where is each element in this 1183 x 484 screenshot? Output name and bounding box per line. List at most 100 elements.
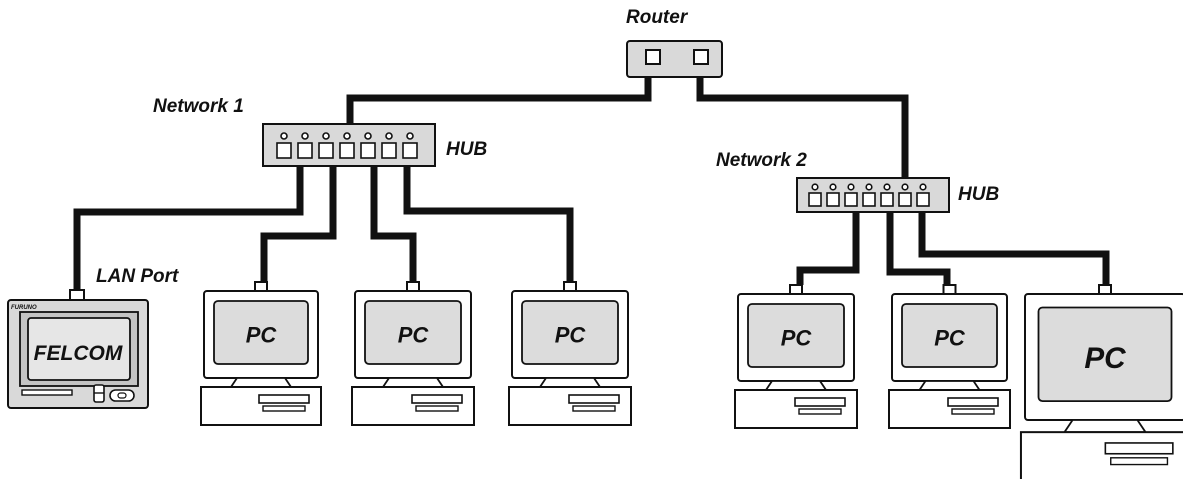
pc-3: PC	[508, 281, 632, 426]
pc-label: PC	[246, 323, 278, 348]
pc-stand	[229, 377, 293, 388]
hub-network-2	[796, 177, 950, 213]
hub1-port	[276, 142, 292, 159]
cable-hub2-pc6	[918, 212, 1110, 286]
hub2-label: HUB	[958, 184, 999, 205]
pc-stand	[917, 380, 982, 391]
hub1-led	[280, 132, 288, 140]
pc-stand	[538, 377, 602, 388]
cable-hub2-pc5	[886, 212, 951, 286]
hub2-led	[811, 183, 819, 191]
cable-router-hub1	[346, 78, 652, 124]
cable-hub1-pc3	[403, 166, 574, 283]
pc-stand	[764, 380, 828, 391]
felcom-terminal	[7, 289, 149, 409]
pc-label: PC	[1084, 342, 1126, 375]
pc-4: PC	[734, 284, 858, 429]
hub1-led	[406, 132, 414, 140]
pc-label: PC	[555, 323, 587, 348]
hub1-led	[343, 132, 351, 140]
pc-lan-port	[406, 281, 420, 292]
network1-label: Network 1	[153, 96, 244, 117]
pc-stand	[1062, 419, 1148, 434]
pc-lan-port	[1098, 284, 1112, 295]
hub2-led	[901, 183, 909, 191]
hub1-led	[364, 132, 372, 140]
felcom-screen	[27, 317, 131, 381]
pc-label: PC	[781, 326, 813, 351]
hub2-port	[916, 192, 930, 207]
pc-drive-slot	[1110, 457, 1169, 466]
router-port-right	[693, 49, 709, 65]
hub1-port	[360, 142, 376, 159]
cable-hub1-felcom	[73, 166, 304, 290]
router-label: Router	[626, 7, 689, 28]
hub2-ports	[808, 183, 930, 207]
hub1-led	[385, 132, 393, 140]
hub1-led	[301, 132, 309, 140]
pc-drive-slot	[572, 405, 616, 412]
network2-label: Network 2	[716, 150, 807, 171]
hub1-ports	[276, 132, 418, 159]
pc-6: PC	[1019, 284, 1183, 484]
pc-drive-slot	[411, 394, 463, 404]
hub1-led	[322, 132, 330, 140]
pc-base-unit	[1019, 431, 1183, 484]
pc-drive-slot	[568, 394, 620, 404]
pc-lan-port	[563, 281, 577, 292]
pc-drive-slot	[951, 408, 995, 415]
hub2-led	[829, 183, 837, 191]
hub1-port	[318, 142, 334, 159]
hub2-port	[898, 192, 912, 207]
hub-network-1	[262, 123, 436, 167]
pc-label: PC	[934, 326, 966, 351]
pc-label: PC	[398, 323, 430, 348]
pc-drive-slot	[794, 397, 846, 407]
cable-router-hub2	[696, 78, 909, 178]
felcom-lan-port	[69, 289, 85, 301]
pc-screen	[521, 300, 619, 365]
pc-stand	[381, 377, 445, 388]
router-port-left	[645, 49, 661, 65]
pc-drive-slot	[947, 397, 999, 407]
cable-hub1-pc1	[260, 166, 337, 283]
hub1-port	[402, 142, 418, 159]
pc-drive-slot	[798, 408, 842, 415]
hub2-led	[919, 183, 927, 191]
hub2-port	[880, 192, 894, 207]
felcom-card-slot	[21, 389, 73, 396]
felcom-power-button-inner	[117, 392, 127, 399]
cables	[73, 78, 1110, 290]
pc-drive-slot	[262, 405, 306, 412]
pcs-layer: PC PC PC PC PC PC	[200, 281, 1183, 484]
pc-screen	[213, 300, 309, 365]
pc-drive-slot	[1104, 442, 1174, 455]
pc-screen	[901, 303, 998, 368]
pc-1: PC	[200, 281, 322, 426]
pc-lan-port	[942, 284, 957, 295]
hub1-port	[297, 142, 313, 159]
felcom-brand: FURUNO	[11, 305, 37, 311]
hub1-port	[339, 142, 355, 159]
felcom-label: FELCOM	[34, 342, 123, 365]
pc-2: PC	[351, 281, 475, 426]
hub2-port	[826, 192, 840, 207]
hub2-led	[847, 183, 855, 191]
hub2-port	[808, 192, 822, 207]
pc-screen	[364, 300, 462, 365]
pc-lan-port	[789, 284, 803, 295]
pc-screen	[1037, 306, 1173, 402]
lan-port-label: LAN Port	[96, 266, 179, 287]
cable-hub1-pc2	[370, 166, 417, 283]
router	[626, 40, 723, 78]
pc-drive-slot	[415, 405, 459, 412]
cable-hub2-pc4	[796, 212, 860, 285]
hub2-led	[883, 183, 891, 191]
hub2-led	[865, 183, 873, 191]
hub1-label: HUB	[446, 139, 487, 160]
hub2-port	[844, 192, 858, 207]
pc-lan-port	[254, 281, 268, 292]
hub1-port	[381, 142, 397, 159]
pc-drive-slot	[258, 394, 310, 404]
